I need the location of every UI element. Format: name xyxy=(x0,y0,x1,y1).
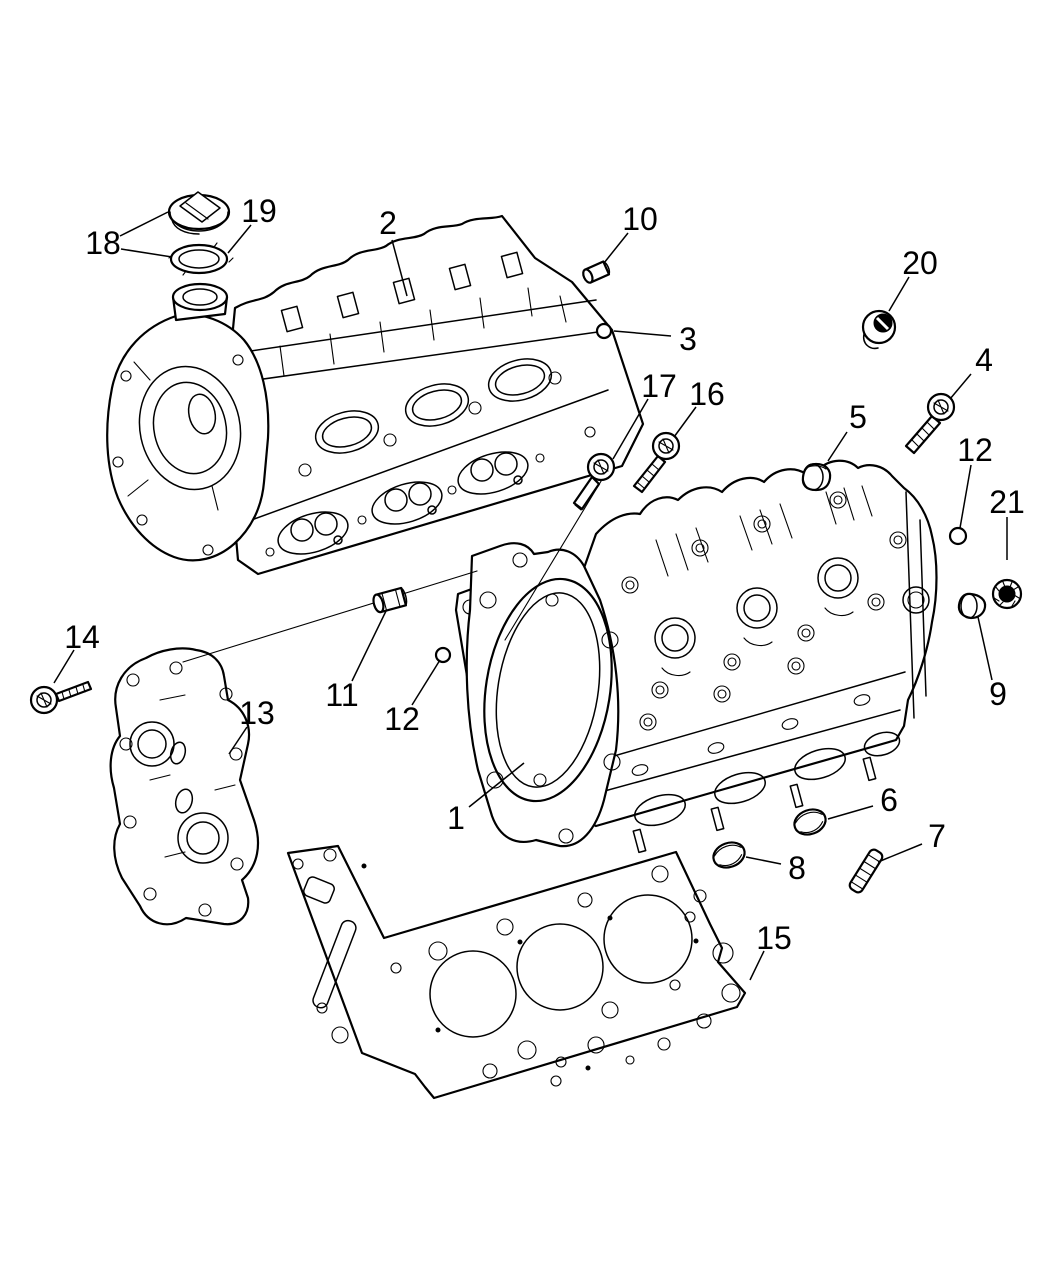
cup-plug-6-drawing xyxy=(793,808,827,836)
callout-12a[interactable]: 12 xyxy=(384,701,420,737)
callout-21[interactable]: 21 xyxy=(989,484,1025,520)
cup-plug-9-drawing xyxy=(957,592,987,620)
leader-line-11 xyxy=(351,610,387,682)
leader-line-13 xyxy=(228,726,248,755)
stud-7-drawing xyxy=(848,848,884,894)
bolt-17-drawing xyxy=(572,452,616,511)
oil-filler-cap-drawing xyxy=(167,191,231,235)
cylinder-head-right-drawing xyxy=(454,459,938,854)
callout-1[interactable]: 1 xyxy=(447,800,465,836)
leader-line-1 xyxy=(468,762,525,808)
callout-6[interactable]: 6 xyxy=(880,782,898,818)
leader-line-18 xyxy=(120,248,173,258)
callout-16[interactable]: 16 xyxy=(689,376,725,412)
cylinder-head-left-drawing xyxy=(106,214,645,576)
callout-4[interactable]: 4 xyxy=(975,342,993,378)
callout-8[interactable]: 8 xyxy=(788,850,806,886)
dowel-11-drawing xyxy=(372,586,408,614)
callout-3[interactable]: 3 xyxy=(679,321,697,357)
leader-line-6 xyxy=(827,805,874,820)
leader-line-7 xyxy=(877,843,923,863)
bolt-4-drawing xyxy=(904,392,956,455)
callout-7[interactable]: 7 xyxy=(928,818,946,854)
leader-line-17 xyxy=(612,398,649,460)
callout-20[interactable]: 20 xyxy=(902,245,938,281)
callout-15[interactable]: 15 xyxy=(756,920,792,956)
dowel-pin-10-drawing xyxy=(582,260,611,284)
leader-line-4 xyxy=(949,373,972,400)
leader-line-18 xyxy=(119,211,169,237)
callout-12b[interactable]: 12 xyxy=(957,432,993,468)
leader-line-20 xyxy=(888,276,910,312)
callout-18[interactable]: 18 xyxy=(85,225,121,261)
leader-line-15 xyxy=(749,950,765,981)
timing-cover-drawing xyxy=(109,647,260,926)
leader-line-2 xyxy=(391,239,408,297)
leader-line-3 xyxy=(613,330,672,337)
check-ball-3-drawing xyxy=(595,322,613,340)
leader-line-14 xyxy=(53,649,75,684)
cup-plug-5-drawing xyxy=(801,462,832,492)
bolt-16-drawing xyxy=(632,431,681,494)
callout-10[interactable]: 10 xyxy=(622,201,658,237)
filler-cap-seal-drawing xyxy=(168,242,234,276)
plug-20-drawing xyxy=(861,309,897,350)
callout-19[interactable]: 19 xyxy=(241,193,277,229)
callout-9[interactable]: 9 xyxy=(989,676,1007,712)
leader-line-19 xyxy=(227,224,252,254)
callout-2[interactable]: 2 xyxy=(379,205,397,241)
leader-line-10 xyxy=(603,232,629,264)
leader-line-9 xyxy=(977,616,993,681)
check-ball-12-right-drawing xyxy=(948,526,968,546)
leader-line-16 xyxy=(673,406,697,438)
callout-17[interactable]: 17 xyxy=(641,368,677,404)
leader-line-12 xyxy=(959,464,972,529)
leader-line-5 xyxy=(827,431,848,462)
check-ball-12-left-drawing xyxy=(434,646,452,664)
leader-line-8 xyxy=(745,856,782,865)
cup-plug-8-drawing xyxy=(712,841,746,869)
head-gasket-drawing xyxy=(286,844,747,1100)
callout-11[interactable]: 11 xyxy=(325,677,358,713)
bolt-14-drawing xyxy=(29,680,93,715)
leader-line-12 xyxy=(411,659,441,706)
callout-14[interactable]: 14 xyxy=(64,619,100,655)
plug-21-drawing xyxy=(991,578,1023,610)
callout-5[interactable]: 5 xyxy=(849,399,867,435)
callout-13[interactable]: 13 xyxy=(239,695,275,731)
